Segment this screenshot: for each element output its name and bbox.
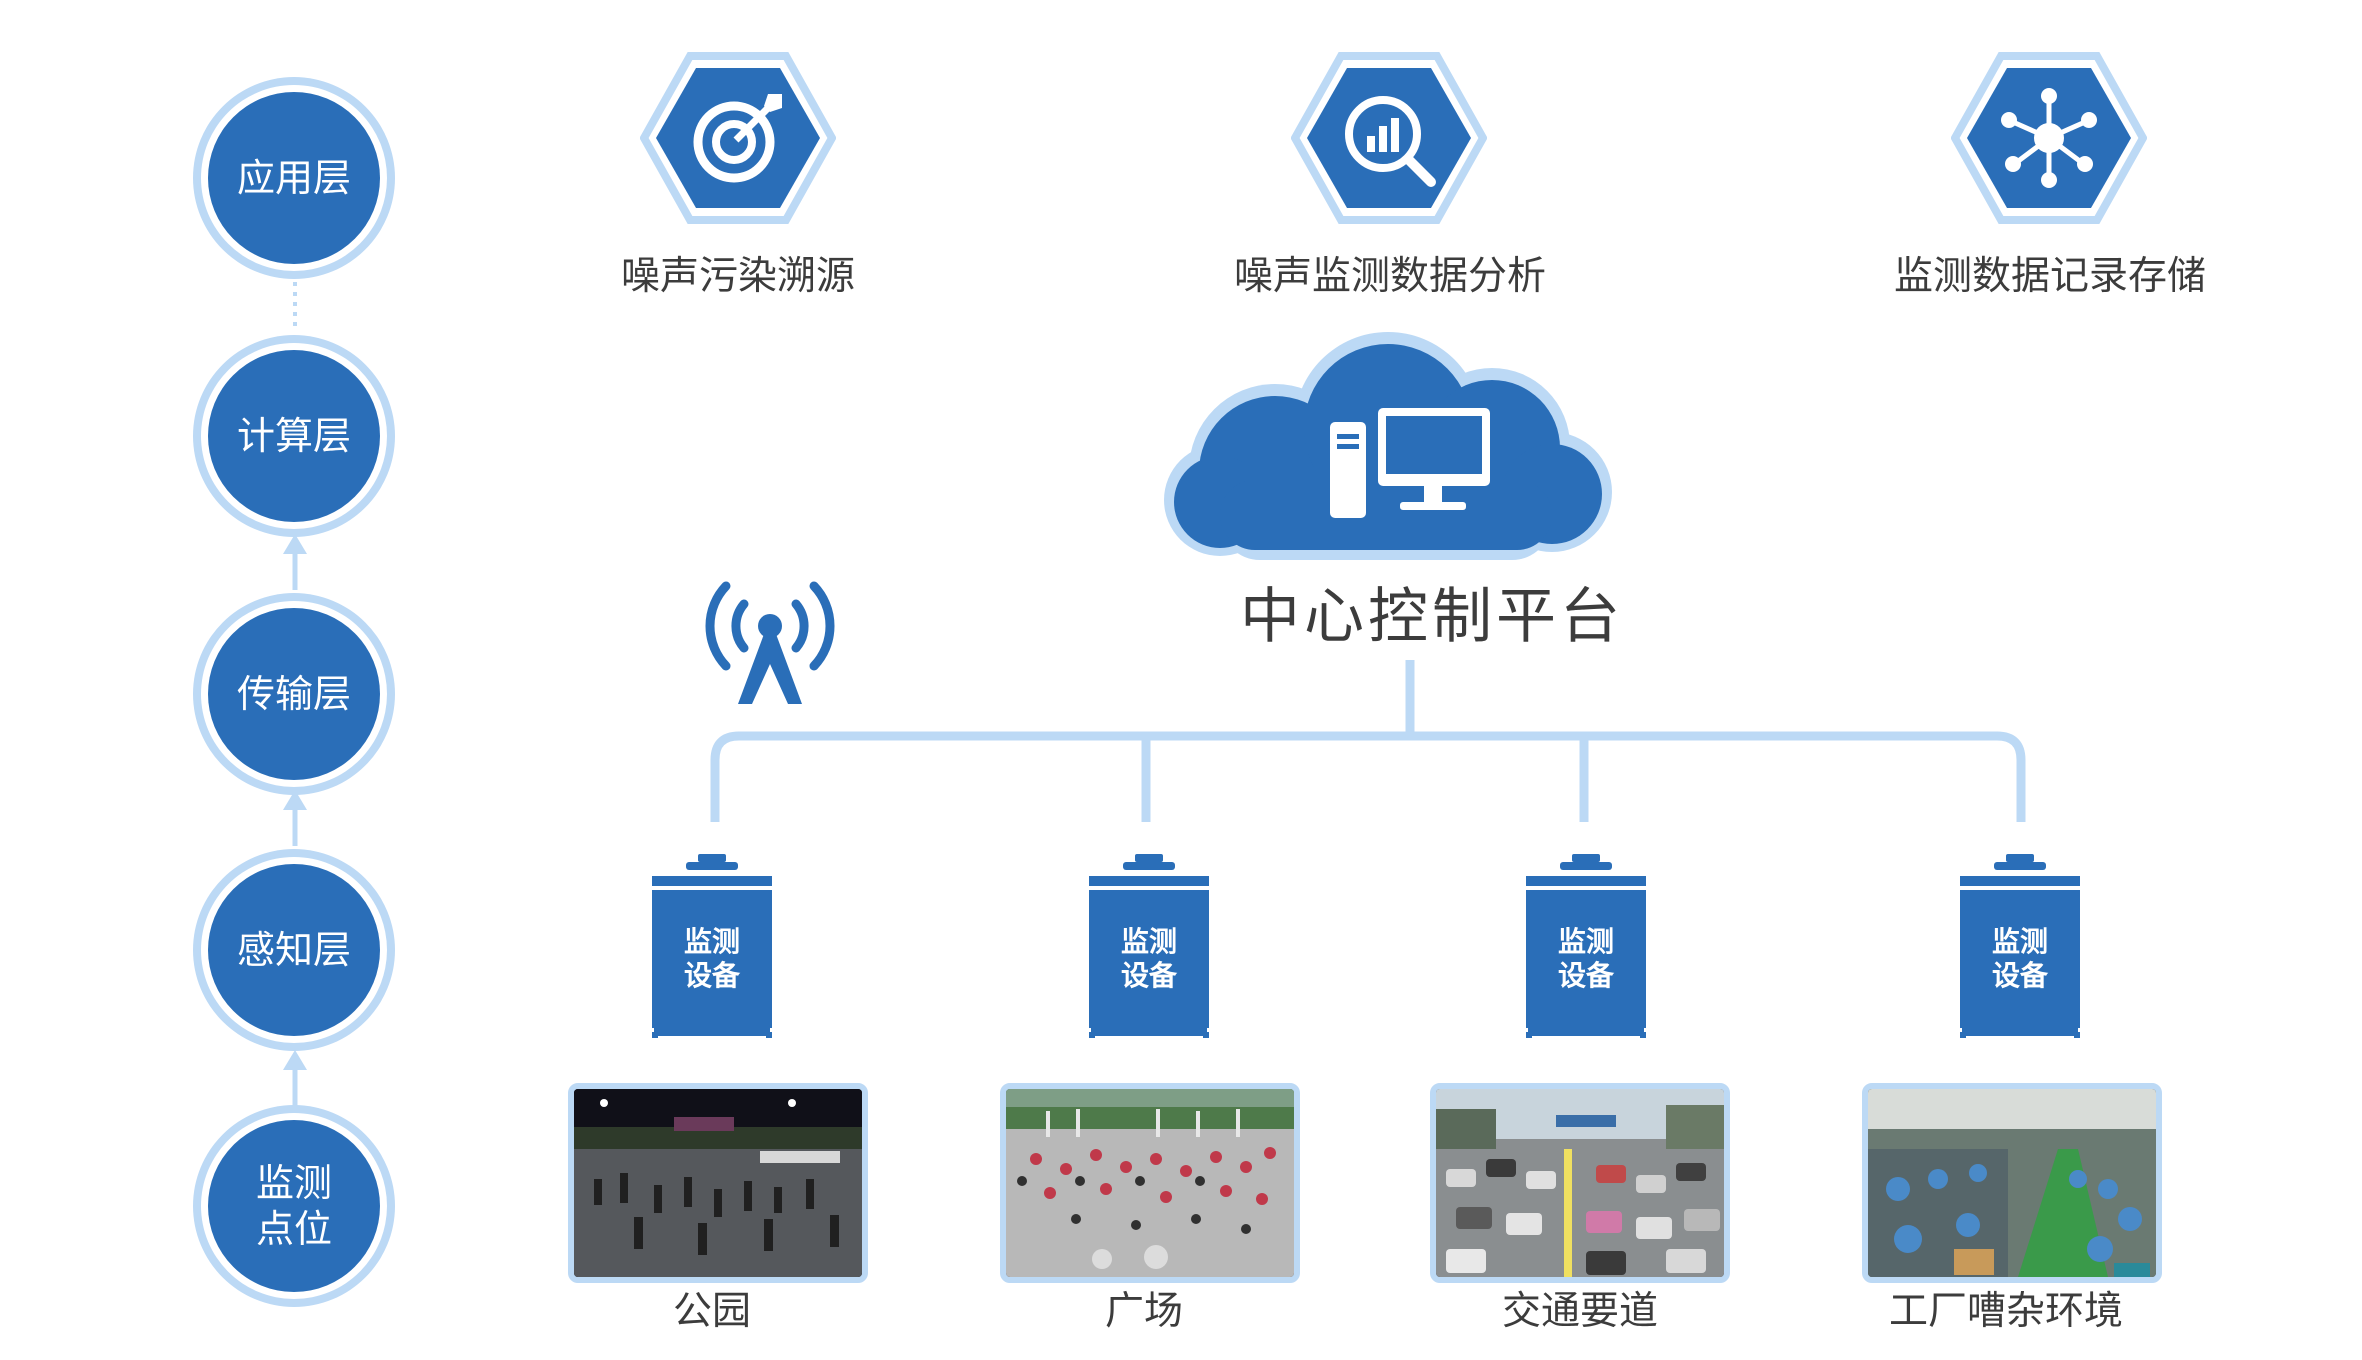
app-label-storage: 监测数据记录存储 (1893, 254, 2206, 299)
layer-perception: 感知层 (208, 864, 380, 1036)
layer-transmission: 传输层 (208, 608, 380, 780)
app-hexagon-source (640, 52, 836, 224)
layer-monitoring-points: 监测 点位 (208, 1120, 380, 1292)
platform-label: 中心控制平台 (1240, 582, 1624, 652)
site-label-park: 公园 (672, 1289, 751, 1334)
layer-label: 传输层 (236, 672, 351, 716)
computer-icon (1330, 408, 1490, 518)
device-label-box: 监测 设备 (1087, 925, 1211, 993)
wireless-tower-icon (705, 581, 835, 704)
device-label-box: 监测 设备 (1524, 925, 1648, 993)
site-photo-factory (1862, 1083, 2162, 1283)
app-hexagon-analysis (1291, 52, 1487, 224)
monitoring-device (1526, 854, 1646, 1038)
device-label-box: 监测 设备 (1958, 925, 2082, 993)
device-label: 监测 设备 (683, 925, 740, 992)
monitoring-device (652, 854, 772, 1038)
layer-computing: 计算层 (208, 350, 380, 522)
device-label: 监测 设备 (1120, 925, 1177, 992)
site-photo-square (1000, 1083, 1300, 1283)
arrow-up-icon (283, 1050, 307, 1106)
device-label: 监测 设备 (1991, 925, 2048, 992)
app-label-analysis: 噪声监测数据分析 (1233, 254, 1546, 299)
monitoring-device (1960, 854, 2080, 1038)
target-icon (693, 94, 782, 183)
cloud-computer-icon (1164, 332, 1612, 560)
app-label-source: 噪声污染溯源 (620, 254, 855, 299)
site-label-traffic: 交通要道 (1501, 1289, 1658, 1334)
site-label-factory: 工厂嘈杂环境 (1888, 1289, 2123, 1334)
device-label: 监测 设备 (1557, 925, 1614, 992)
device-label-box: 监测 设备 (650, 925, 774, 993)
chart-magnifier-icon (1345, 96, 1436, 187)
arrow-up-icon (283, 534, 307, 590)
layer-connectors (283, 282, 307, 1106)
site-label-square: 广场 (1104, 1289, 1183, 1334)
layer-label: 计算层 (236, 414, 351, 458)
layer-label: 感知层 (236, 928, 351, 972)
app-hexagon-storage (1951, 52, 2147, 224)
layer-label: 应用层 (236, 156, 351, 200)
network-nodes-icon (2001, 88, 2097, 188)
site-photo-traffic (1430, 1083, 1730, 1283)
monitoring-device (1089, 854, 1209, 1038)
site-photo-park (568, 1083, 868, 1283)
layer-application: 应用层 (208, 92, 380, 264)
layer-label: 监测 点位 (255, 1161, 332, 1251)
arrow-up-icon (283, 790, 307, 846)
